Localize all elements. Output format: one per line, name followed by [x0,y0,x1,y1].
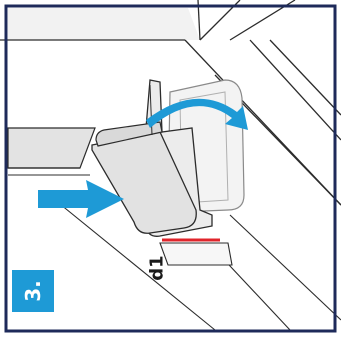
measure-gap [159,242,233,266]
frame-border [4,4,337,333]
background [0,0,341,40]
rotate-arrow-icon [146,98,248,130]
push-arrow-icon [38,180,124,218]
step-badge [12,270,54,312]
dimension-label: d1 [147,255,168,280]
background-panel [8,8,200,40]
left-rail [7,127,96,169]
step-number: 3. [21,280,45,302]
